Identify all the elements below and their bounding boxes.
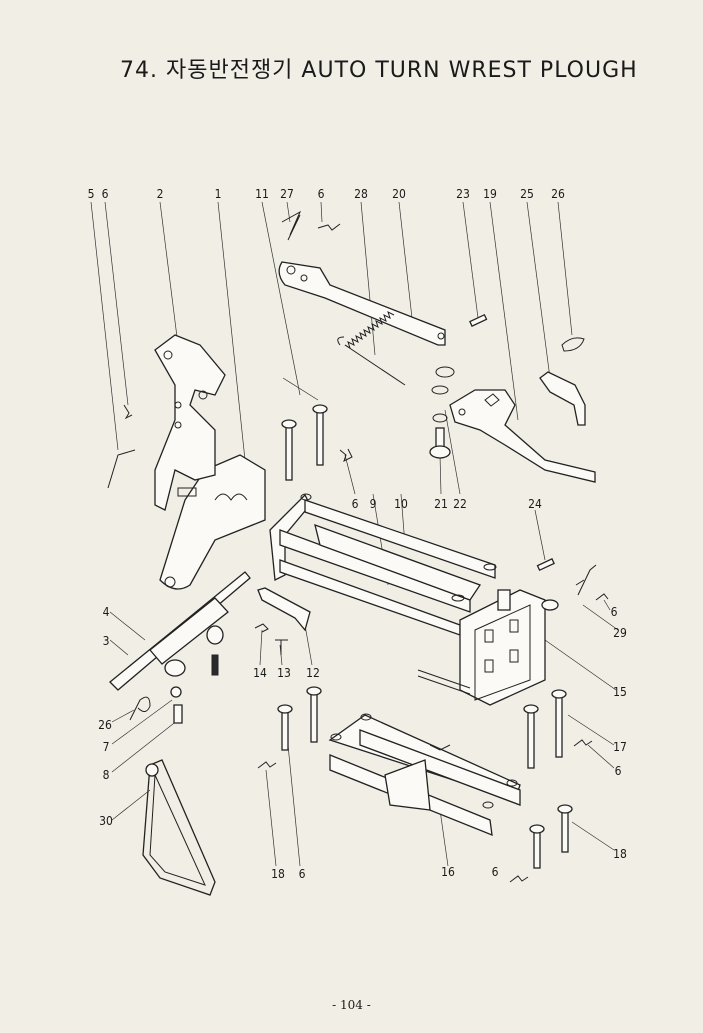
- callout-7: 7: [102, 740, 110, 754]
- callout-8: 8: [102, 768, 110, 782]
- callout-6: 6: [491, 865, 499, 879]
- callout-24: 24: [528, 497, 542, 511]
- callout-14: 14: [253, 666, 267, 680]
- callout-6: 18: [271, 867, 285, 881]
- callout-5: 5: [87, 187, 95, 201]
- part-29-pin: [575, 564, 609, 601]
- callout-4: 4: [102, 605, 110, 619]
- callout-23: 23: [456, 187, 470, 201]
- callout-18: 18: [613, 847, 627, 861]
- part-28-spring: [337, 311, 406, 386]
- callout-20: 20: [392, 187, 406, 201]
- callout-22: 22: [453, 497, 467, 511]
- callout-28: 28: [354, 187, 368, 201]
- callout-26: 26: [551, 187, 565, 201]
- part-2-upper-bracket: [154, 334, 226, 511]
- part-16-lower-frame: [328, 713, 521, 837]
- page-title: 74. 자동반전쟁기 AUTO TURN WREST PLOUGH: [120, 58, 638, 83]
- part-20-link-rod: [278, 261, 446, 346]
- part-5-pin: [107, 404, 136, 489]
- callout-21: 21: [434, 497, 448, 511]
- callout-17: 17: [613, 740, 627, 754]
- part-24-pin: [536, 558, 555, 572]
- callout-10: 10: [394, 497, 408, 511]
- part-27-pin: [281, 210, 341, 241]
- callout-6: 6: [614, 764, 622, 778]
- callout-3: 3: [102, 634, 110, 648]
- callout-25: 25: [520, 187, 534, 201]
- callout-9: 9: [369, 497, 377, 511]
- part-11-pins: [281, 404, 353, 481]
- callout-11: 11: [255, 187, 269, 201]
- callout-30: 30: [99, 814, 113, 828]
- part-7-8-26-fasteners: [129, 686, 183, 724]
- callout-13: 13: [277, 666, 291, 680]
- callout-1: 1: [214, 187, 222, 201]
- callout-27: 27: [280, 187, 294, 201]
- part-19-arm: [431, 366, 596, 483]
- part-1-main-bracket: [159, 454, 266, 590]
- part-17-18-pins: [257, 686, 593, 883]
- callout-6: 6: [610, 605, 618, 619]
- part-21-bushing: [429, 413, 451, 459]
- part-3-4-shaft: [109, 571, 251, 691]
- callout-12: 12: [306, 666, 320, 680]
- callout-6: 6: [101, 187, 109, 201]
- part-9-10-frame: [269, 493, 497, 636]
- callout-6: 6: [351, 497, 359, 511]
- callout-6: 6: [317, 187, 325, 201]
- callout-2: 2: [156, 187, 164, 201]
- part-23-pin: [469, 313, 488, 327]
- leader-lines: [90, 201, 619, 867]
- part-25-bracket: [539, 337, 586, 426]
- callout-26: 26: [98, 718, 112, 732]
- part-30-hitch: [142, 759, 216, 896]
- callout-19: 19: [483, 187, 497, 201]
- part-12-plate: [254, 587, 311, 655]
- callout-29: 29: [613, 626, 627, 640]
- part-15-box-frame: [417, 589, 559, 706]
- callout-18: 6: [298, 867, 306, 881]
- page-number: - 104 -: [332, 998, 371, 1012]
- callout-15: 15: [613, 685, 627, 699]
- callout-16: 16: [441, 865, 455, 879]
